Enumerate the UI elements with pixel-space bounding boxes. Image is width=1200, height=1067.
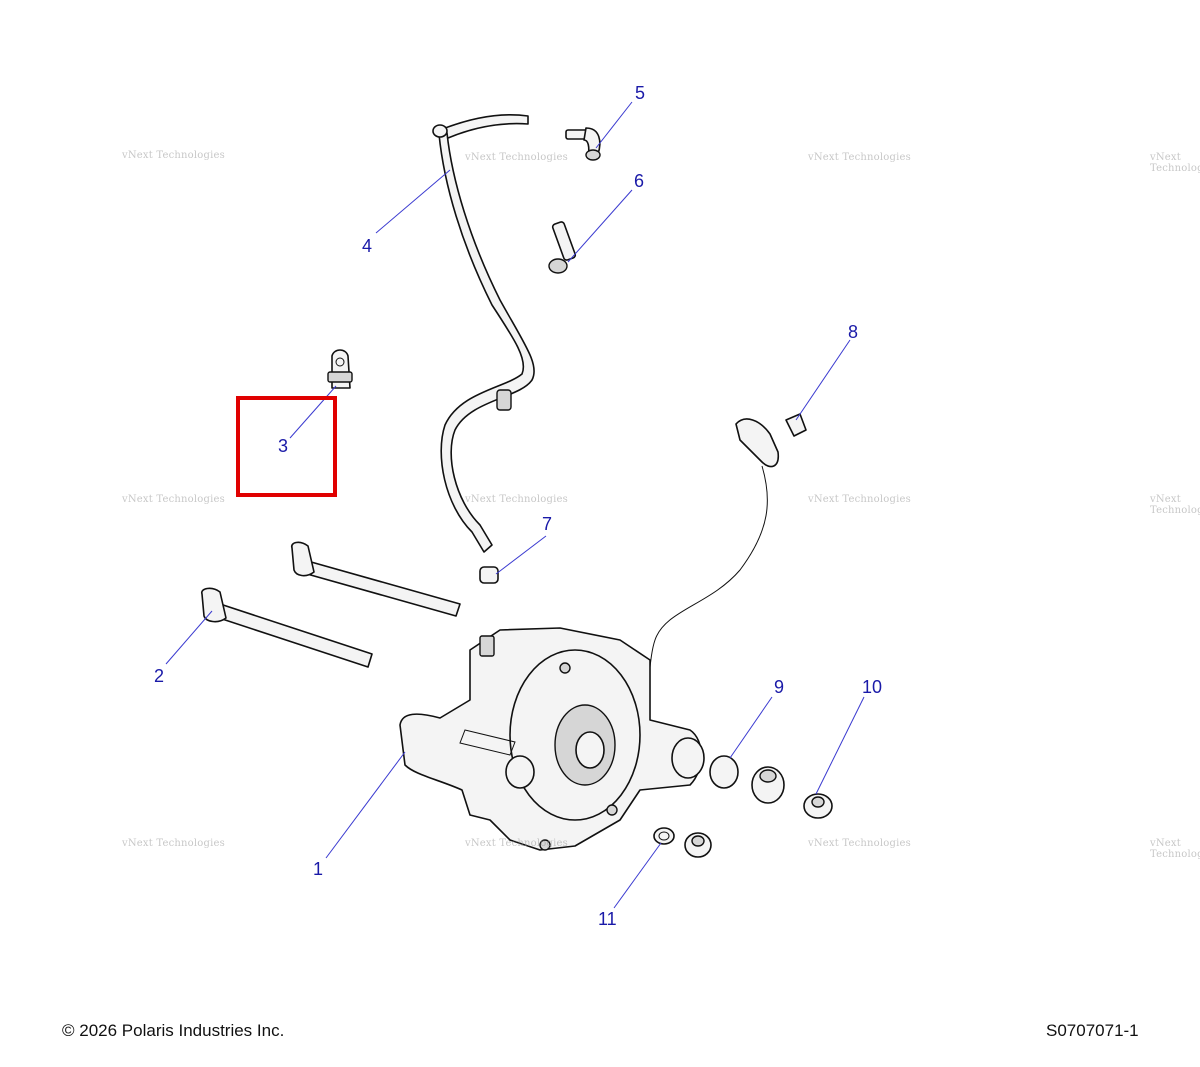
leader-line-4 [375, 169, 451, 234]
leader-line-7 [495, 535, 547, 575]
part-flange-nut[interactable] [803, 793, 833, 819]
part-bushing[interactable] [709, 755, 785, 804]
copyright-text: © 2026 Polaris Industries Inc. [62, 1021, 285, 1040]
callout-1[interactable]: 1 [313, 859, 323, 879]
part-hose-cap[interactable] [479, 566, 499, 584]
leader-line-8 [795, 339, 851, 421]
callout-6[interactable]: 6 [634, 171, 644, 191]
leader-line-6 [567, 189, 633, 263]
part-sensor-clip[interactable] [785, 413, 807, 437]
leader-line-3 [289, 385, 337, 439]
callout-3[interactable]: 3 [278, 436, 288, 456]
callout-9[interactable]: 9 [774, 677, 784, 697]
leader-line-9 [729, 696, 773, 759]
callout-10[interactable]: 10 [862, 677, 882, 697]
part-sensor-harness[interactable] [639, 418, 780, 721]
leader-line-1 [325, 751, 406, 859]
part-elbow-fitting[interactable] [565, 127, 601, 161]
leader-line-10 [815, 696, 865, 795]
leader-line-2 [165, 610, 213, 665]
leader-line-5 [595, 101, 633, 149]
part-front-gearcase[interactable] [399, 627, 705, 851]
callout-11[interactable]: 11 [598, 909, 617, 929]
part-mounting-bolt-lower[interactable] [201, 587, 373, 668]
part-washer[interactable] [653, 827, 675, 845]
leader-line-11 [613, 842, 662, 909]
part-breather-hose[interactable] [432, 113, 535, 553]
callout-2[interactable]: 2 [154, 666, 164, 686]
part-hose-clip[interactable] [327, 349, 353, 389]
highlight-box [236, 396, 337, 497]
part-hex-nut[interactable] [684, 832, 712, 858]
callout-7[interactable]: 7 [542, 514, 552, 534]
figure-id: S0707071-1 [1046, 1021, 1139, 1040]
callout-5[interactable]: 5 [635, 83, 645, 103]
part-mounting-bolt-upper[interactable] [290, 541, 461, 617]
callout-4[interactable]: 4 [362, 236, 372, 256]
callout-8[interactable]: 8 [848, 322, 858, 342]
part-vent-fitting[interactable] [548, 221, 577, 274]
